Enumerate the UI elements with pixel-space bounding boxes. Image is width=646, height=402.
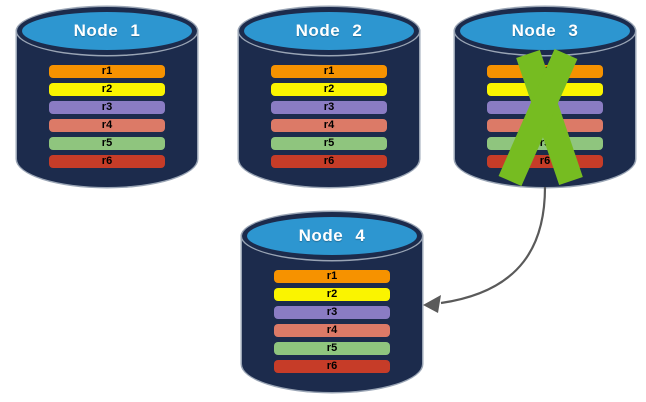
record-bar-r4: r4	[487, 119, 603, 132]
record-bar-r1: r1	[487, 65, 603, 78]
record-bar-r1: r1	[49, 65, 165, 78]
record-bar-r4: r4	[274, 324, 390, 337]
record-bar-r5: r5	[271, 137, 387, 150]
record-bar-r1: r1	[271, 65, 387, 78]
db-node-1: Node 1 r1 r2 r3 r4 r5 r6	[17, 7, 197, 187]
record-stack: r1 r2 r3 r4 r5 r6	[49, 65, 165, 173]
cylinder-top: Node 3	[455, 7, 635, 55]
cylinder-top: Node 2	[239, 7, 419, 55]
node-label: Node 1	[73, 21, 141, 40]
record-bar-r1: r1	[274, 270, 390, 283]
db-node-4: Node 4 r1 r2 r3 r4 r5 r6	[242, 212, 422, 392]
record-bar-r6: r6	[487, 155, 603, 168]
record-bar-r6: r6	[49, 155, 165, 168]
record-bar-r2: r2	[274, 288, 390, 301]
record-bar-r3: r3	[271, 101, 387, 114]
node-label: Node 2	[295, 21, 363, 40]
db-node-2: Node 2 r1 r2 r3 r4 r5 r6	[239, 7, 419, 187]
record-bar-r5: r5	[487, 137, 603, 150]
record-bar-r4: r4	[271, 119, 387, 132]
failover-arrow	[423, 186, 547, 313]
record-bar-r2: r2	[487, 83, 603, 96]
record-bar-r2: r2	[271, 83, 387, 96]
db-node-3-failed: Node 3 r1 r2 r3 r4 r5 r6	[455, 7, 635, 187]
record-stack: r1 r2 r3 r4 r5 r6	[271, 65, 387, 173]
record-bar-r4: r4	[49, 119, 165, 132]
record-stack: r1 r2 r3 r4 r5 r6	[487, 65, 603, 173]
record-bar-r3: r3	[49, 101, 165, 114]
node-label: Node 3	[511, 21, 579, 40]
record-bar-r2: r2	[49, 83, 165, 96]
record-bar-r5: r5	[274, 342, 390, 355]
record-bar-r3: r3	[274, 306, 390, 319]
record-bar-r3: r3	[487, 101, 603, 114]
cylinder-top: Node 4	[242, 212, 422, 260]
cylinder-top: Node 1	[17, 7, 197, 55]
node-label: Node 4	[298, 226, 366, 245]
record-stack: r1 r2 r3 r4 r5 r6	[274, 270, 390, 378]
record-bar-r5: r5	[49, 137, 165, 150]
record-bar-r6: r6	[271, 155, 387, 168]
record-bar-r6: r6	[274, 360, 390, 373]
